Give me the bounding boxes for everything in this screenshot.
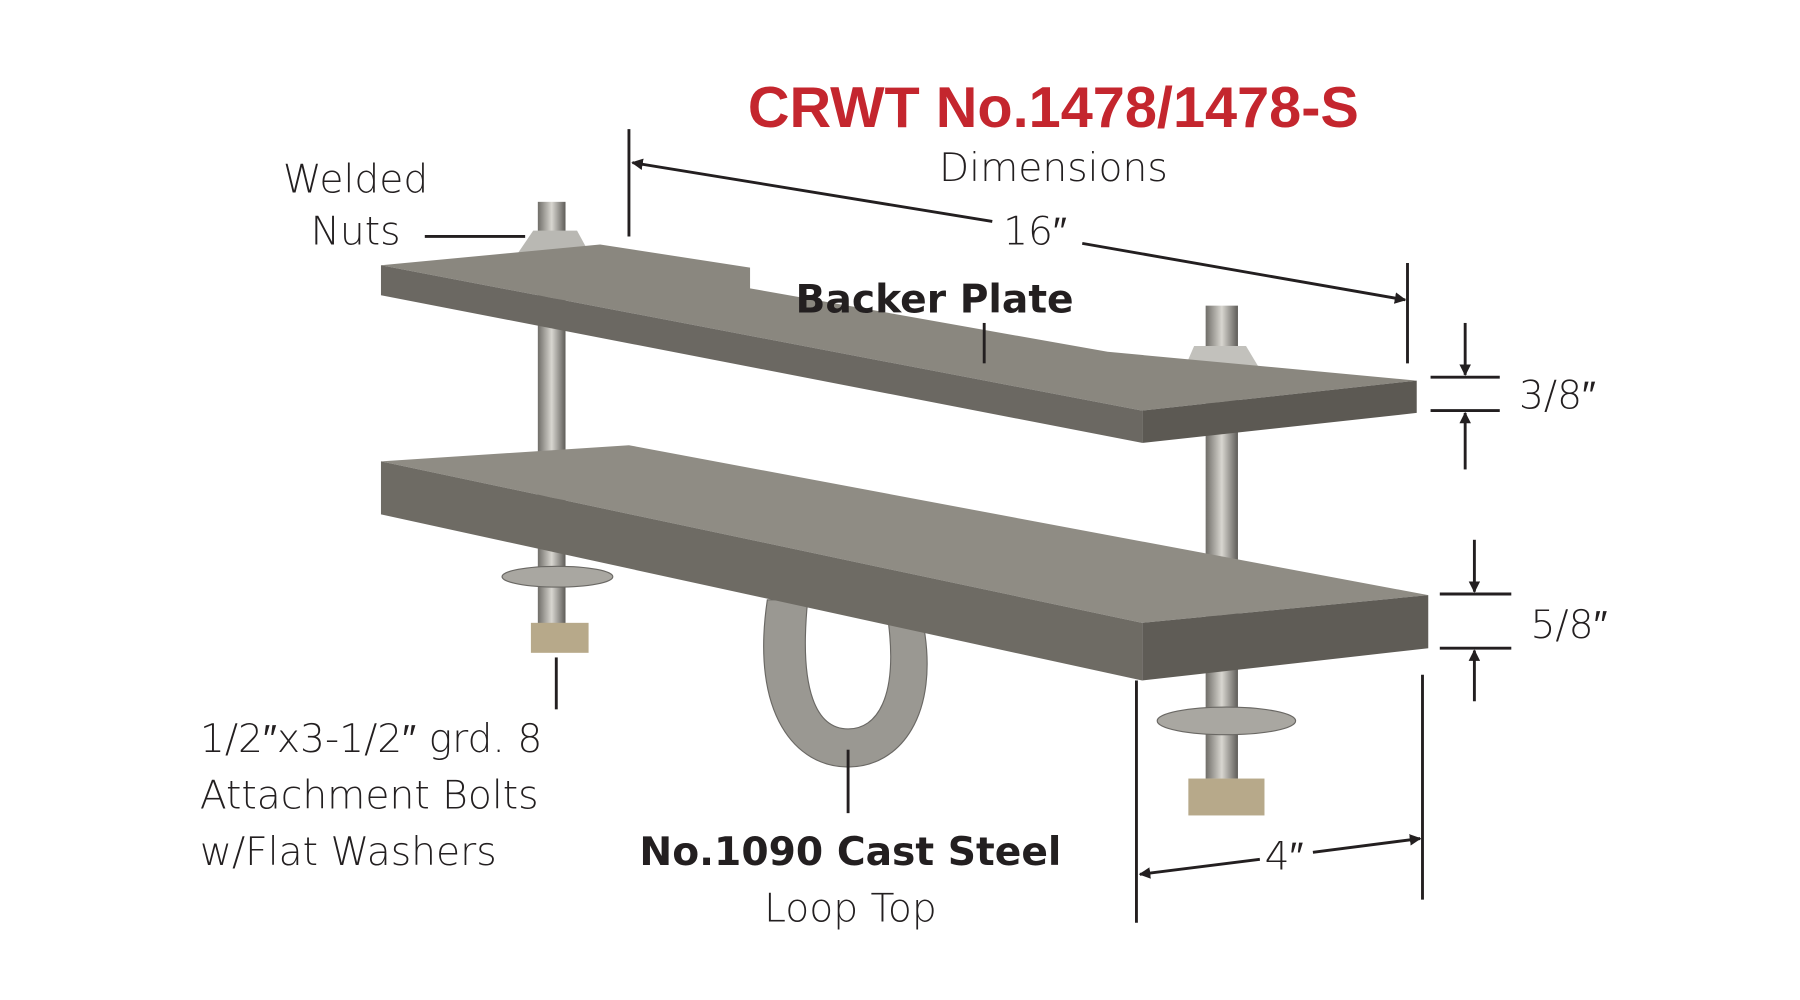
loop-top-label-line2: Loop Top bbox=[764, 887, 937, 932]
backer-plate bbox=[380, 244, 1417, 443]
bolt-label-line2: Attachment Bolts bbox=[200, 774, 539, 819]
bolt-label-line3: w/Flat Washers bbox=[200, 830, 497, 875]
backer-thickness-dimension: 3/8″ bbox=[1519, 373, 1596, 418]
base-plate bbox=[380, 445, 1429, 681]
title: CRWT No.1478/1478-S bbox=[748, 76, 1359, 140]
welded-nuts-label-line1: Welded bbox=[283, 158, 428, 203]
base-thickness-dimension: 5/8″ bbox=[1530, 603, 1607, 648]
subtitle: Dimensions bbox=[939, 146, 1168, 191]
loop-top-label-line1: No.1090 Cast Steel bbox=[639, 830, 1061, 875]
backer-plate-label: Backer Plate bbox=[796, 278, 1074, 323]
width-dimension: 4″ bbox=[1265, 835, 1304, 880]
bolt-label-line1: 1/2″x3-1/2″ grd. 8 bbox=[200, 717, 542, 762]
cast-steel-loop-top bbox=[763, 599, 928, 768]
length-dimension: 16″ bbox=[1003, 210, 1067, 255]
welded-nuts-label-line2: Nuts bbox=[311, 210, 401, 255]
